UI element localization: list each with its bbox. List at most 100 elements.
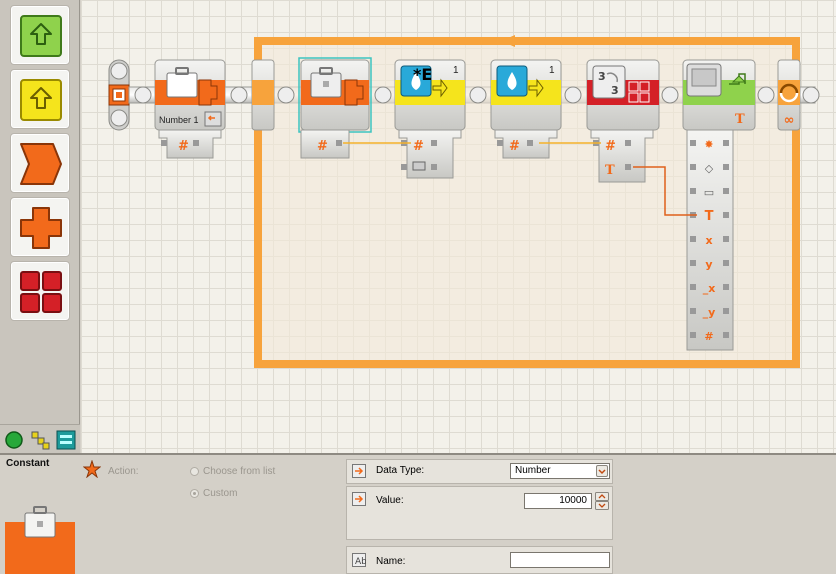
loop-infinity-label: ∞ [784,113,795,128]
text-wire [633,166,697,216]
display-plug-output-y[interactable] [723,260,729,266]
beam-connectors [134,86,820,104]
custom-tab-icon[interactable] [55,429,77,451]
value-input[interactable]: 10000 [524,493,592,509]
red-grid-icon [628,81,650,103]
config-block-icon [5,475,75,574]
number-plug-icon: # [317,139,328,154]
common-tab-icon[interactable] [3,429,25,451]
display-plug-text-icon: T [705,209,714,224]
display-plug-x-icon: x [705,234,712,247]
display-plug-y-icon: y [705,258,712,271]
constant-data-hub[interactable] [158,129,222,159]
loop-icon [779,83,799,103]
text-output-icon: T [735,112,745,127]
convert-glyph-2: 3 [611,84,619,97]
display-plug-input-action[interactable] [690,140,696,146]
common-palette-button[interactable] [10,5,70,65]
number-plug-icon: # [413,139,424,154]
value-label: Value: [376,495,404,506]
display-plug-input-x2[interactable] [690,284,696,290]
math-block-2[interactable]: 1 # [490,59,562,159]
loop-direction-arrow [501,35,515,47]
display-plug-output-x2[interactable] [723,284,729,290]
display-plug-file-icon: ▭ [704,186,714,199]
display-plug-list: ✸◇▭Txy_x_y# [690,138,729,343]
data-type-value: Number [515,465,551,476]
red-grid-icon [20,271,62,313]
display-plug-output-y2[interactable] [723,308,729,314]
number-plug-icon: # [509,139,520,154]
text-plug-icon: T [605,163,615,178]
display-plug-output-file[interactable] [723,188,729,194]
chevron-down-icon[interactable] [596,465,608,477]
action-palette-button[interactable] [10,69,70,129]
choose-from-list-radio[interactable] [190,467,199,476]
display-plug-input-file[interactable] [690,188,696,194]
number-plug-icon: # [605,139,616,154]
variable-block[interactable]: # [298,57,372,159]
display-plug-y2-icon: _y [703,306,716,319]
briefcase-icon [166,67,198,98]
math-block-1[interactable]: 1 *E # [394,59,466,179]
yellow-up-arrow-icon [20,79,62,121]
flow-palette-button[interactable] [10,197,70,257]
display-plug-input-clear[interactable] [690,164,696,170]
constant-block-label: Number 1 [159,115,199,125]
plug-icon [412,161,426,171]
variable-data-hub[interactable] [300,129,350,159]
convert-data-hub[interactable] [590,129,654,183]
sensor-palette-button[interactable] [10,133,70,193]
data-type-select[interactable]: Number [510,463,610,479]
orange-cross-icon [20,207,62,249]
value-icon [352,492,366,506]
block-palette [0,0,80,453]
display-plug-output-number[interactable] [723,332,729,338]
svg-text:Ab: Ab [355,557,366,567]
display-plug-output-clear[interactable] [723,164,729,170]
display-plug-input-x[interactable] [690,236,696,242]
green-up-arrow-icon [20,15,62,57]
display-plug-output-text[interactable] [723,212,729,218]
convert-glyph: 3 [598,70,606,83]
value-spinner[interactable] [595,492,609,510]
name-icon: Ab [352,553,366,567]
name-input[interactable] [510,552,610,568]
action-label: Action: [108,466,139,477]
convert-icon [592,65,626,99]
display-plug-input-y[interactable] [690,260,696,266]
choose-from-list-label: Choose from list [203,466,276,477]
display-plug-input-number[interactable] [690,332,696,338]
number-plug-icon: # [178,139,189,154]
display-plug-clear-icon: ◇ [705,162,714,175]
data-type-label: Data Type: [376,465,425,476]
program-start[interactable] [108,59,130,131]
custom-radio[interactable] [190,489,199,498]
math-2-data-hub[interactable] [494,129,558,159]
data-type-icon [352,464,366,478]
display-plug-action-icon: ✸ [704,138,713,151]
complete-tab-icon[interactable] [29,429,51,451]
math-2-badge: 1 [549,65,555,76]
constant-block[interactable]: Number 1 # [154,59,226,159]
advanced-palette-button[interactable] [10,261,70,321]
return-arrow-icon [204,111,222,127]
name-label: Name: [376,556,406,567]
program-canvas[interactable]: ∞ Number 1 # [81,0,836,453]
display-block[interactable]: T ✸◇▭Txy_x_y# [682,59,756,351]
display-plug-output-x[interactable] [723,236,729,242]
configuration-panel: Constant Action: Choose from list Custom [0,453,836,574]
display-plug-input-y2[interactable] [690,308,696,314]
program-diagram: ∞ Number 1 # [108,35,820,368]
orange-chevron-icon [20,143,62,185]
action-star-icon [83,460,101,478]
number-to-text-block[interactable]: 3 3 # T [586,59,660,183]
math-1-overlay: *E [413,65,432,84]
display-plug-output-action[interactable] [723,140,729,146]
math-1-badge: 1 [453,65,459,76]
math-1-data-hub[interactable] [398,129,462,179]
display-plug-x2-icon: _x [703,282,716,295]
data-wires [343,142,697,216]
custom-label: Custom [203,488,238,499]
